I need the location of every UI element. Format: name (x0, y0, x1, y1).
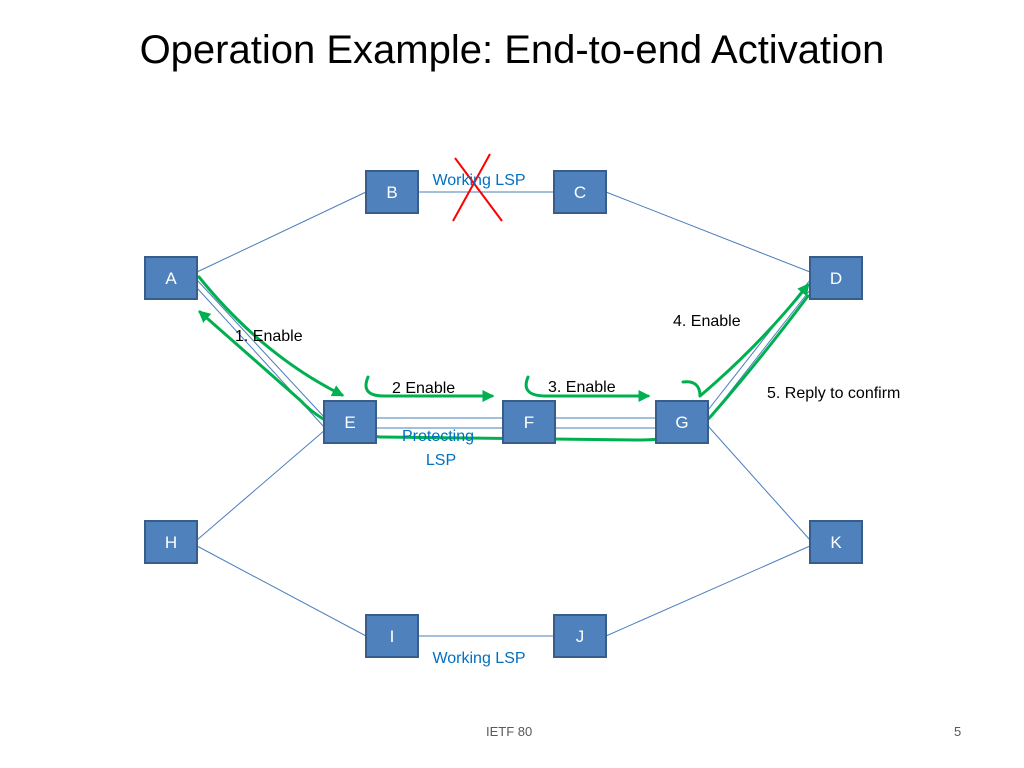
link-g-k (707, 425, 811, 541)
node-b: B (365, 170, 419, 214)
step2-label: 2 Enable (392, 380, 455, 397)
svg-text:B: B (386, 183, 397, 202)
page-number: 5 (954, 724, 962, 739)
node-k: K (809, 520, 863, 564)
link-j-k (605, 545, 811, 637)
node-a: A (144, 256, 198, 300)
step1-label: 1. Enable (235, 328, 303, 345)
svg-text:D: D (830, 269, 842, 288)
svg-text:A: A (165, 269, 177, 288)
link-h-e (196, 429, 326, 541)
node-f: F (502, 400, 556, 444)
node-c: C (553, 170, 607, 214)
svg-text:I: I (390, 627, 395, 646)
step2-arrow (364, 375, 495, 402)
step4-label: 4. Enable (673, 313, 741, 330)
failure-mark-icon (452, 153, 503, 222)
working-lsp-bottom-label: Working LSP (432, 650, 525, 667)
node-g: G (655, 400, 709, 444)
node-h: H (144, 520, 198, 564)
slide-title: Operation Example: End-to-end Activation (139, 28, 885, 72)
svg-text:E: E (344, 413, 355, 432)
link-a-e-1 (196, 279, 326, 419)
link-h-i (196, 545, 367, 637)
node-e: E (323, 400, 377, 444)
footer-center-text: IETF 80 (486, 724, 533, 739)
svg-text:G: G (675, 413, 688, 432)
step4-arrow (681, 283, 810, 398)
step3-label: 3. Enable (548, 379, 616, 396)
protecting-lsp-label-line1: Protecting (402, 428, 474, 445)
svg-text:K: K (830, 533, 842, 552)
step5-label: 5. Reply to confirm (767, 385, 900, 402)
step1-arrow (197, 275, 345, 397)
svg-text:C: C (574, 183, 586, 202)
working-lsp-top-label: Working LSP (432, 172, 525, 189)
svg-text:F: F (524, 413, 534, 432)
step3-arrow (524, 375, 651, 402)
node-d: D (809, 256, 863, 300)
link-c-d (605, 191, 811, 273)
protecting-lsp-label-line2: LSP (426, 452, 456, 469)
node-i: I (365, 614, 419, 658)
svg-text:H: H (165, 533, 177, 552)
svg-text:J: J (576, 627, 585, 646)
link-a-b (196, 191, 367, 273)
node-j: J (553, 614, 607, 658)
